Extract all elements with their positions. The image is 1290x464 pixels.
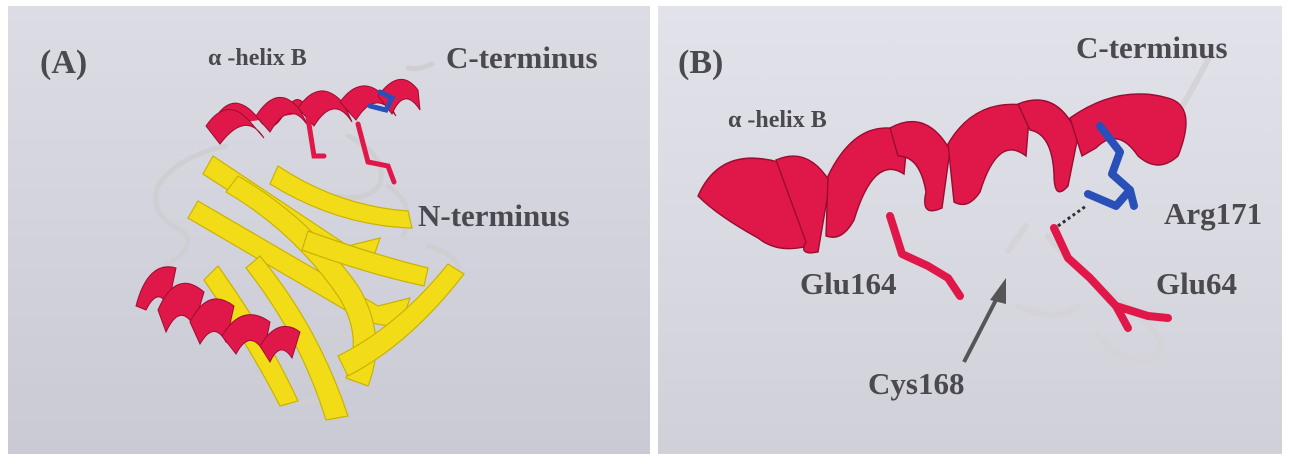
residue-label-glu64: Glu64 (1156, 268, 1237, 299)
residue-label-glu164: Glu164 (800, 268, 896, 299)
panel-b: (B) α -helix B C-terminus Arg171 Glu164 … (658, 6, 1282, 454)
panel-b-tag: (B) (678, 46, 723, 80)
c-terminus-label: C-terminus (446, 42, 598, 73)
glu164-sidechain (890, 216, 960, 296)
cys168-arrow (964, 278, 1006, 362)
helix-b-label: α -helix B (208, 46, 307, 70)
n-terminus-label: N-terminus (418, 200, 570, 231)
helix-b-label: α -helix B (728, 108, 827, 132)
panel-a: (A) α -helix B C-terminus N-terminus (8, 6, 650, 454)
residue-label-cys168: Cys168 (868, 368, 964, 399)
c-terminus-label: C-terminus (1076, 32, 1228, 63)
residue-label-arg171: Arg171 (1164, 198, 1262, 229)
salt-bridge-dashes (1058, 206, 1086, 226)
beta-sheet (188, 156, 464, 420)
panel-a-tag: (A) (40, 46, 87, 80)
